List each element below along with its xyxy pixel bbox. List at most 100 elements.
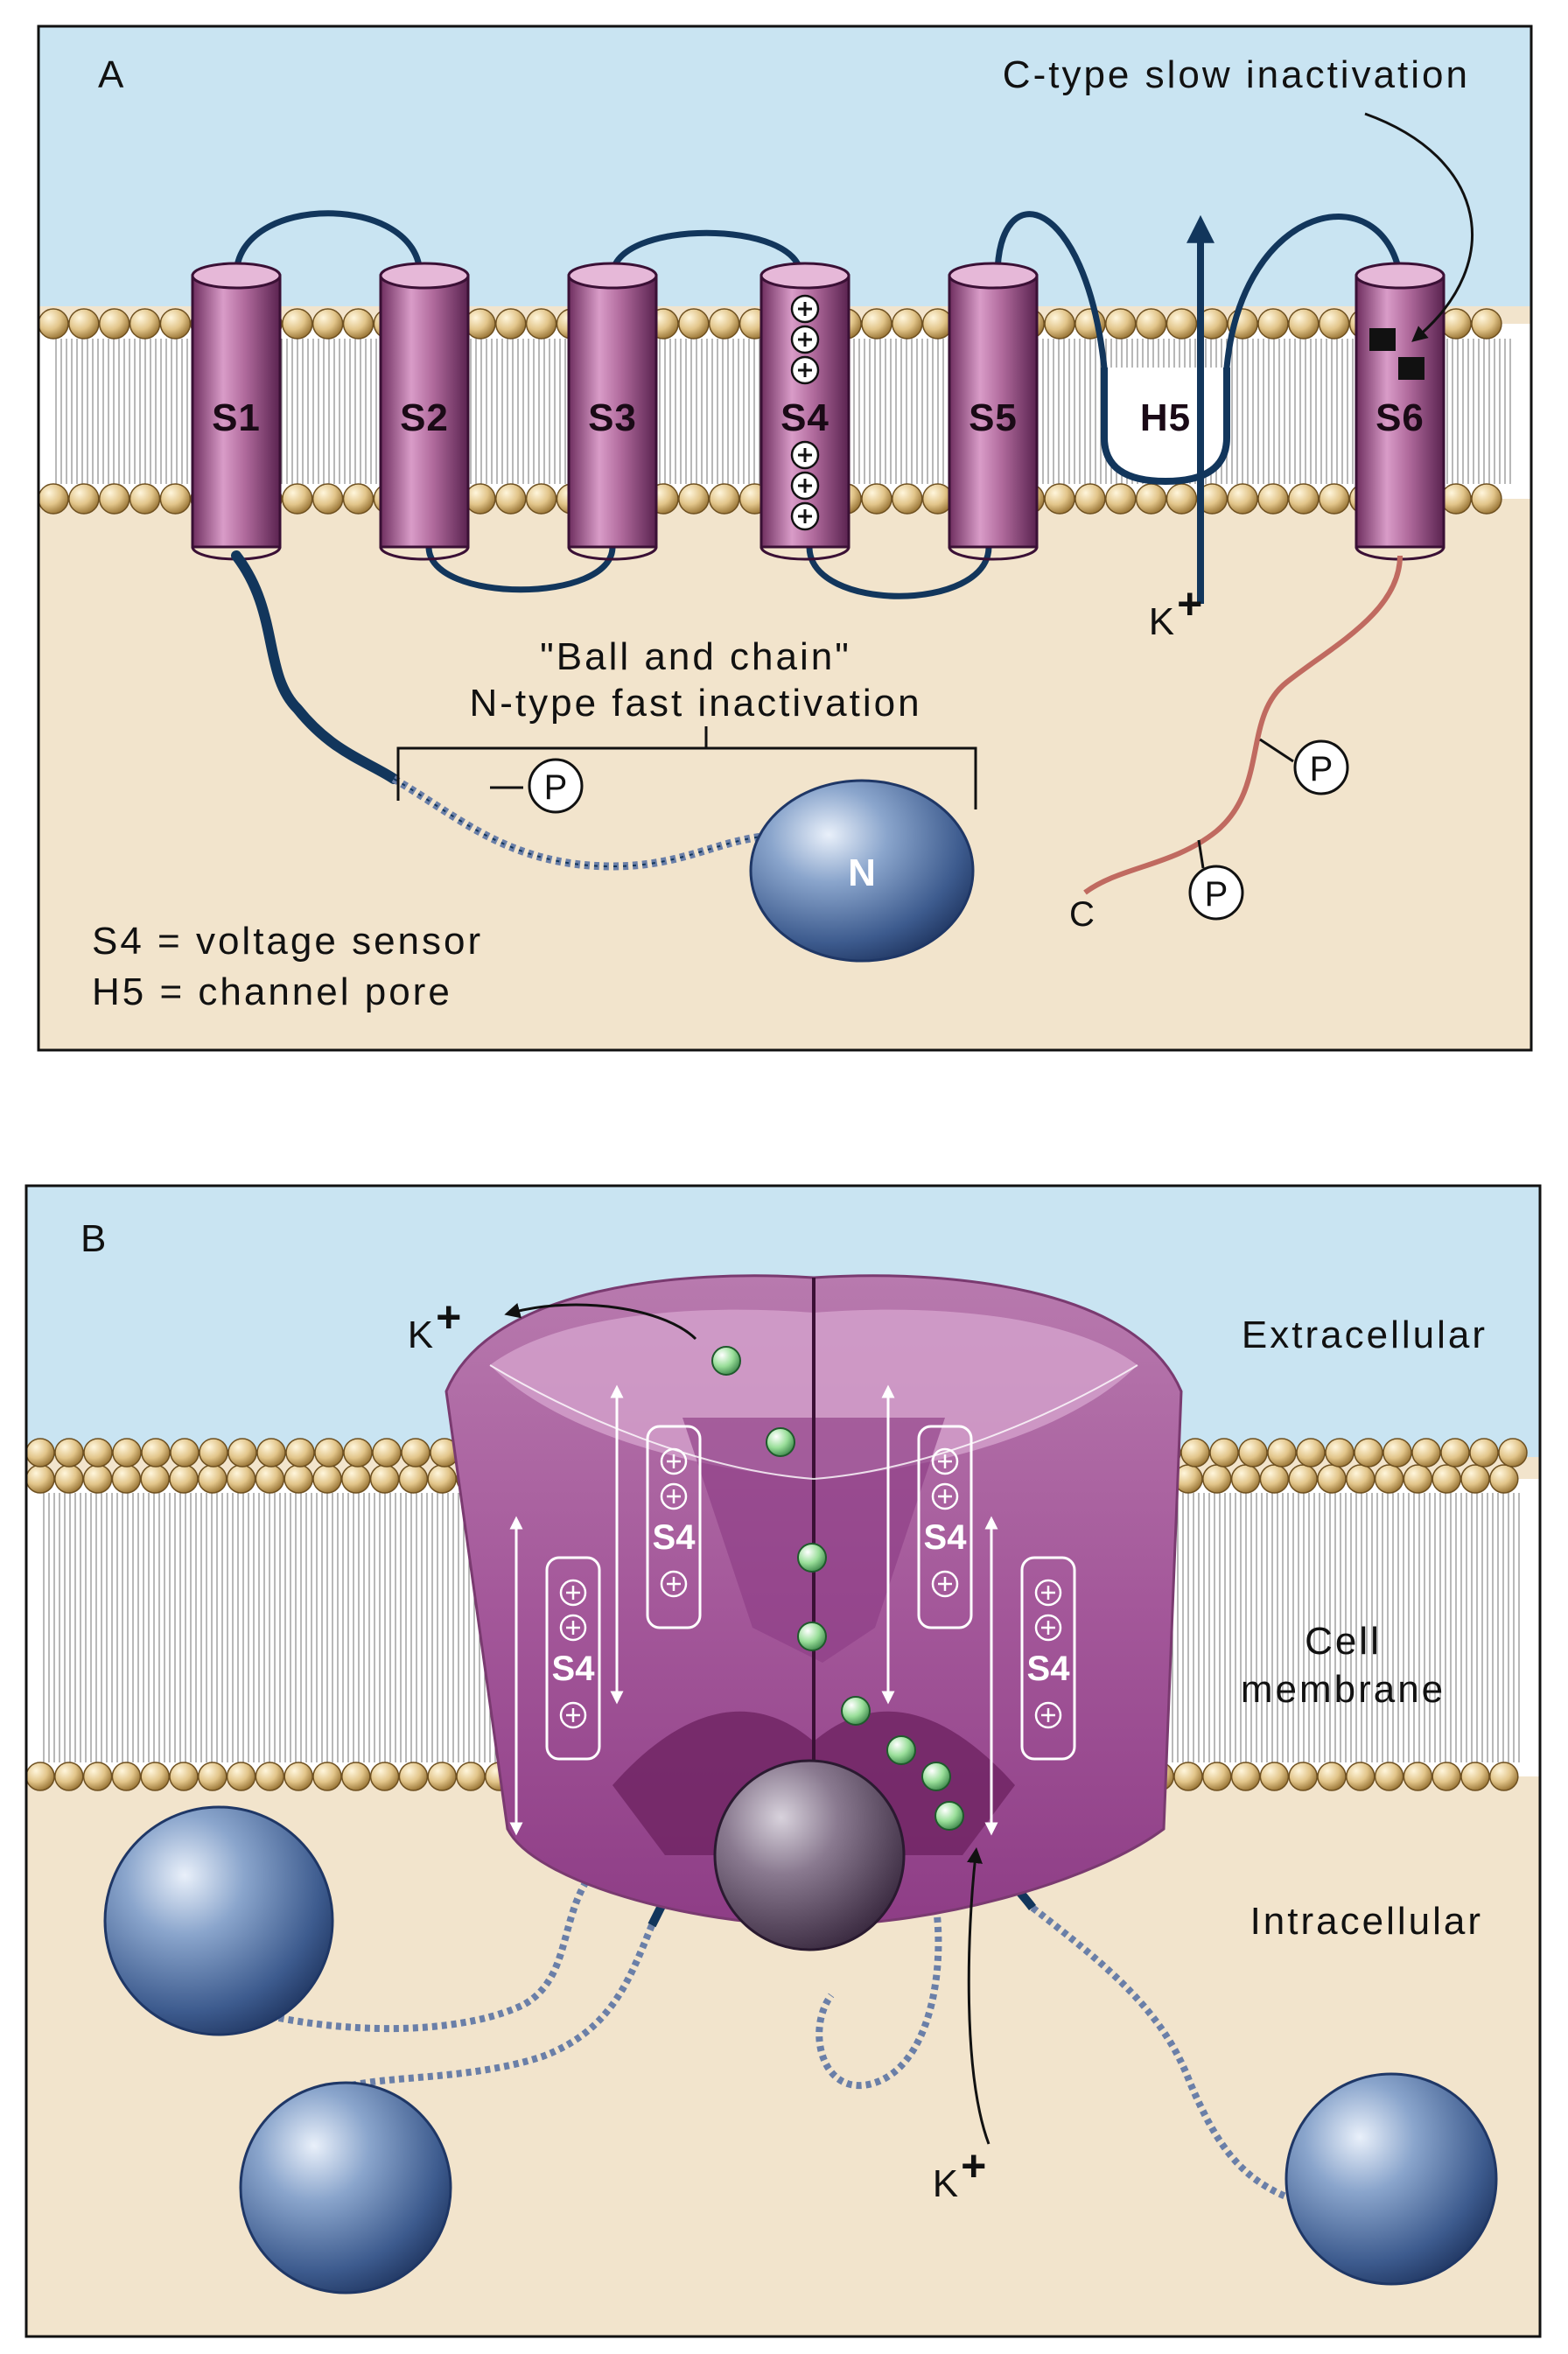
bilayer-a-head: [1135, 483, 1167, 515]
legend-h5: H5 = channel pore: [92, 970, 452, 1013]
s4-sensor-label: S4: [552, 1650, 596, 1688]
k-ion: [797, 1543, 827, 1573]
k-ion-label-b-top-charge: +: [436, 1293, 464, 1342]
helix-s4-top-cap: [760, 262, 850, 290]
helix-s2-top-cap: [379, 262, 470, 290]
bilayer-a-head: [465, 308, 496, 340]
bilayer-a-head: [1318, 308, 1350, 340]
segment-label-s5: S5: [969, 396, 1018, 439]
bilayer-b-head: [401, 1438, 430, 1468]
k-ion-label-b-top-symbol: K: [408, 1314, 436, 1356]
helix-s2-bottom-cap: [379, 546, 470, 561]
bilayer-b-head: [1403, 1762, 1433, 1791]
bilayer-b-head: [1411, 1438, 1441, 1468]
s4-sensor-charge: [931, 1447, 959, 1475]
inactivation-ball-right: [1284, 2072, 1498, 2286]
bilayer-b-head: [1173, 1762, 1203, 1791]
c-terminal-label: C: [1069, 895, 1095, 934]
bilayer-a-head: [1288, 308, 1320, 340]
c-terminal-tail: [1083, 555, 1403, 895]
k-ion-label-a: K+: [1149, 579, 1206, 643]
bilayer-b-head: [1489, 1464, 1519, 1494]
bilayer-b-head: [314, 1438, 344, 1468]
bilayer-b-head: [112, 1438, 142, 1468]
bilayer-a-head: [342, 308, 374, 340]
bilayer-a-head: [678, 308, 710, 340]
bilayer-a-head: [1166, 483, 1198, 515]
inactivation-ball-left: [103, 1805, 334, 2036]
bilayer-b-head: [1432, 1464, 1461, 1494]
bilayer-a-head: [68, 308, 100, 340]
bilayer-b-head: [256, 1438, 286, 1468]
bilayer-a-head: [1074, 483, 1106, 515]
phospho-site-3: P: [1188, 865, 1244, 921]
helix-s5-top-cap: [948, 262, 1039, 290]
s4-sensor-2: [646, 1425, 702, 1629]
bilayer-a-head: [1044, 308, 1075, 340]
bilayer-b-head: [1288, 1762, 1318, 1791]
segment-label-s1: S1: [212, 396, 261, 439]
bilayer-b-head: [25, 1762, 55, 1791]
bilayer-b-head: [1440, 1438, 1470, 1468]
extracellular-label: Extracellular: [1242, 1314, 1488, 1356]
bilayer-b-head: [1403, 1464, 1433, 1494]
phospho-site-3-circle: [1188, 865, 1244, 921]
bilayer-a-head: [342, 483, 374, 515]
s4-sensor-charge: [1034, 1701, 1062, 1729]
c-type-pointer: [1364, 112, 1474, 342]
bilayer-b-head: [284, 1762, 313, 1791]
bilayer-a-head: [1044, 483, 1075, 515]
loop-s4-s5: [806, 546, 992, 599]
bilayer-b-head: [1325, 1438, 1354, 1468]
bilayer-b-head: [111, 1464, 142, 1494]
bilayer-a-head: [892, 308, 923, 340]
helix-s6-top-cap: [1354, 262, 1446, 290]
bilayer-b-head: [54, 1464, 84, 1494]
bilayer-b-head: [1460, 1464, 1490, 1494]
chain-b-center: [816, 1907, 942, 2089]
bilayer-a-head: [861, 483, 892, 515]
segment-label-s6: S6: [1376, 396, 1424, 439]
k-ions-in-pore: [711, 1346, 964, 1831]
phospho-site-1-circle: [528, 758, 584, 814]
bilayer-a-head: [861, 308, 892, 340]
panel-a-letter: A: [98, 53, 126, 96]
segment-label-s2: S2: [400, 396, 449, 439]
s4-sensor-label: S4: [653, 1518, 696, 1557]
bilayer-b-head: [83, 1438, 113, 1468]
bilayer-a-head: [1257, 308, 1289, 340]
s4-sensor-3: [917, 1425, 973, 1629]
bilayer-b-head: [312, 1464, 342, 1494]
loop-h5-s6: [1223, 214, 1404, 411]
k-ion: [934, 1801, 964, 1831]
bilayer-a-head: [38, 483, 69, 515]
chain-b-right: [1030, 1904, 1313, 2209]
channel-outline-right: [813, 1364, 1138, 1480]
bilayer-a-head: [1471, 483, 1502, 515]
lipid-bilayer-a: [38, 308, 1531, 515]
ball-chain-linker-outline: [393, 778, 771, 868]
bilayer-a-head: [68, 483, 100, 515]
bilayer-b-head: [54, 1438, 84, 1468]
n-terminal-ball: [749, 779, 975, 963]
c-type-site-1: [1369, 328, 1396, 351]
bilayer-b-head: [1259, 1762, 1290, 1791]
bilayer-a-head: [98, 308, 130, 340]
ball-chain-label-line1: "Ball and chain": [540, 635, 851, 678]
extracellular-region-a: [38, 26, 1531, 306]
phospho-stem-3: [1197, 839, 1205, 869]
bilayer-b-head: [1354, 1438, 1383, 1468]
s4-sensor-4: [1020, 1556, 1076, 1761]
bilayer-a-head: [129, 483, 161, 515]
phospho-stem-2: [1259, 738, 1294, 763]
channel-outline-left: [489, 1364, 815, 1480]
c-type-site-2: [1398, 357, 1424, 380]
bilayer-b-head: [170, 1438, 200, 1468]
bilayer-b-head: [1230, 1762, 1261, 1791]
bilayer-b-head: [1209, 1438, 1239, 1468]
bilayer-b-head: [1230, 1464, 1261, 1494]
bilayer-b-head: [1469, 1438, 1499, 1468]
s4-sensor-label: S4: [1027, 1650, 1071, 1688]
s4-sensor-charge: [559, 1701, 587, 1729]
